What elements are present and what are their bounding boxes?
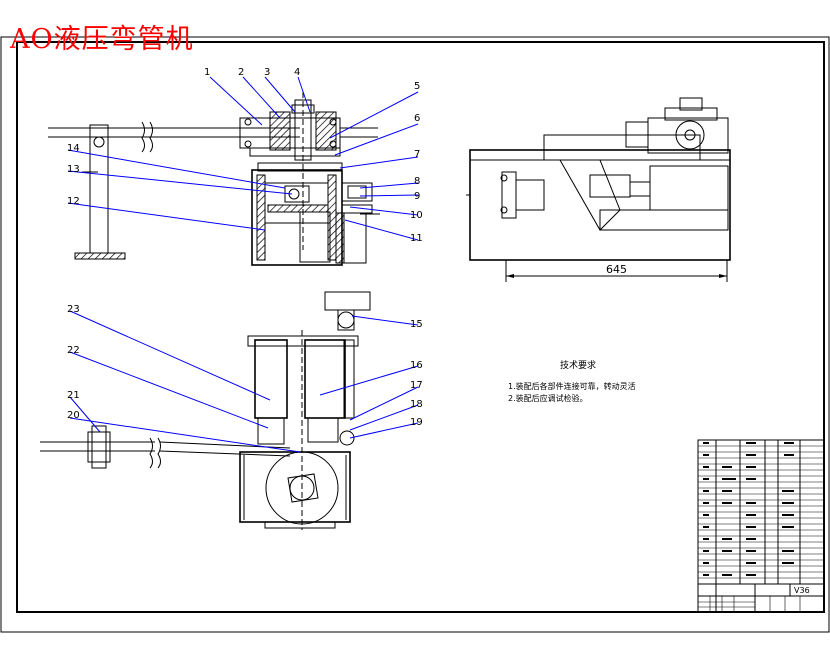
callout-16: 16	[410, 360, 423, 371]
dimension-645: 645	[606, 263, 627, 276]
callout-21: 21	[67, 390, 80, 401]
callout-2: 2	[238, 67, 244, 78]
plan-view	[40, 291, 371, 530]
tech-heading: 技术要求	[560, 359, 596, 371]
callout-14: 14	[67, 143, 80, 154]
callout-10: 10	[410, 210, 423, 221]
callout-18: 18	[410, 399, 423, 410]
callout-7: 7	[414, 149, 420, 160]
outer-border	[0, 36, 830, 633]
parts-rows	[698, 445, 824, 579]
callout-17: 17	[410, 380, 423, 391]
drawing-title: AO液压弯管机	[9, 24, 194, 55]
callout-22: 22	[67, 345, 80, 356]
callout-9: 9	[414, 191, 420, 202]
callout-3: 3	[264, 67, 270, 78]
tech-item-1: 1.装配后各部件连接可靠，转动灵活	[508, 381, 636, 391]
callout-20: 20	[67, 410, 80, 421]
callout-4: 4	[294, 67, 300, 78]
callout-8: 8	[414, 176, 420, 187]
callout-19: 19	[410, 417, 423, 428]
tech-requirements: 技术要求 1.装配后各部件连接可靠，转动灵活 2.装配后应调试检验。	[508, 359, 636, 403]
title-block-grid	[698, 596, 801, 612]
callout-5: 5	[414, 81, 420, 92]
drawing-number: V36	[794, 586, 810, 595]
front-view	[48, 92, 380, 266]
tech-item-2: 2.装配后应调试检验。	[508, 393, 588, 403]
inner-border	[16, 41, 825, 613]
callout-1: 1	[204, 67, 210, 78]
callout-12: 12	[67, 196, 80, 207]
callout-11: 11	[410, 233, 423, 244]
parts-dots	[703, 442, 794, 576]
title-block: V36	[697, 439, 825, 613]
callout-13: 13	[67, 164, 80, 175]
callout-23: 23	[67, 304, 80, 315]
side-view: 645	[466, 97, 731, 282]
leader-lines	[67, 76, 419, 453]
callout-15: 15	[410, 319, 423, 330]
callout-labels: 1 2 3 4 5 6 7 8 9 10 11 12 13 14 15 16 1…	[67, 67, 423, 428]
callout-6: 6	[414, 113, 420, 124]
